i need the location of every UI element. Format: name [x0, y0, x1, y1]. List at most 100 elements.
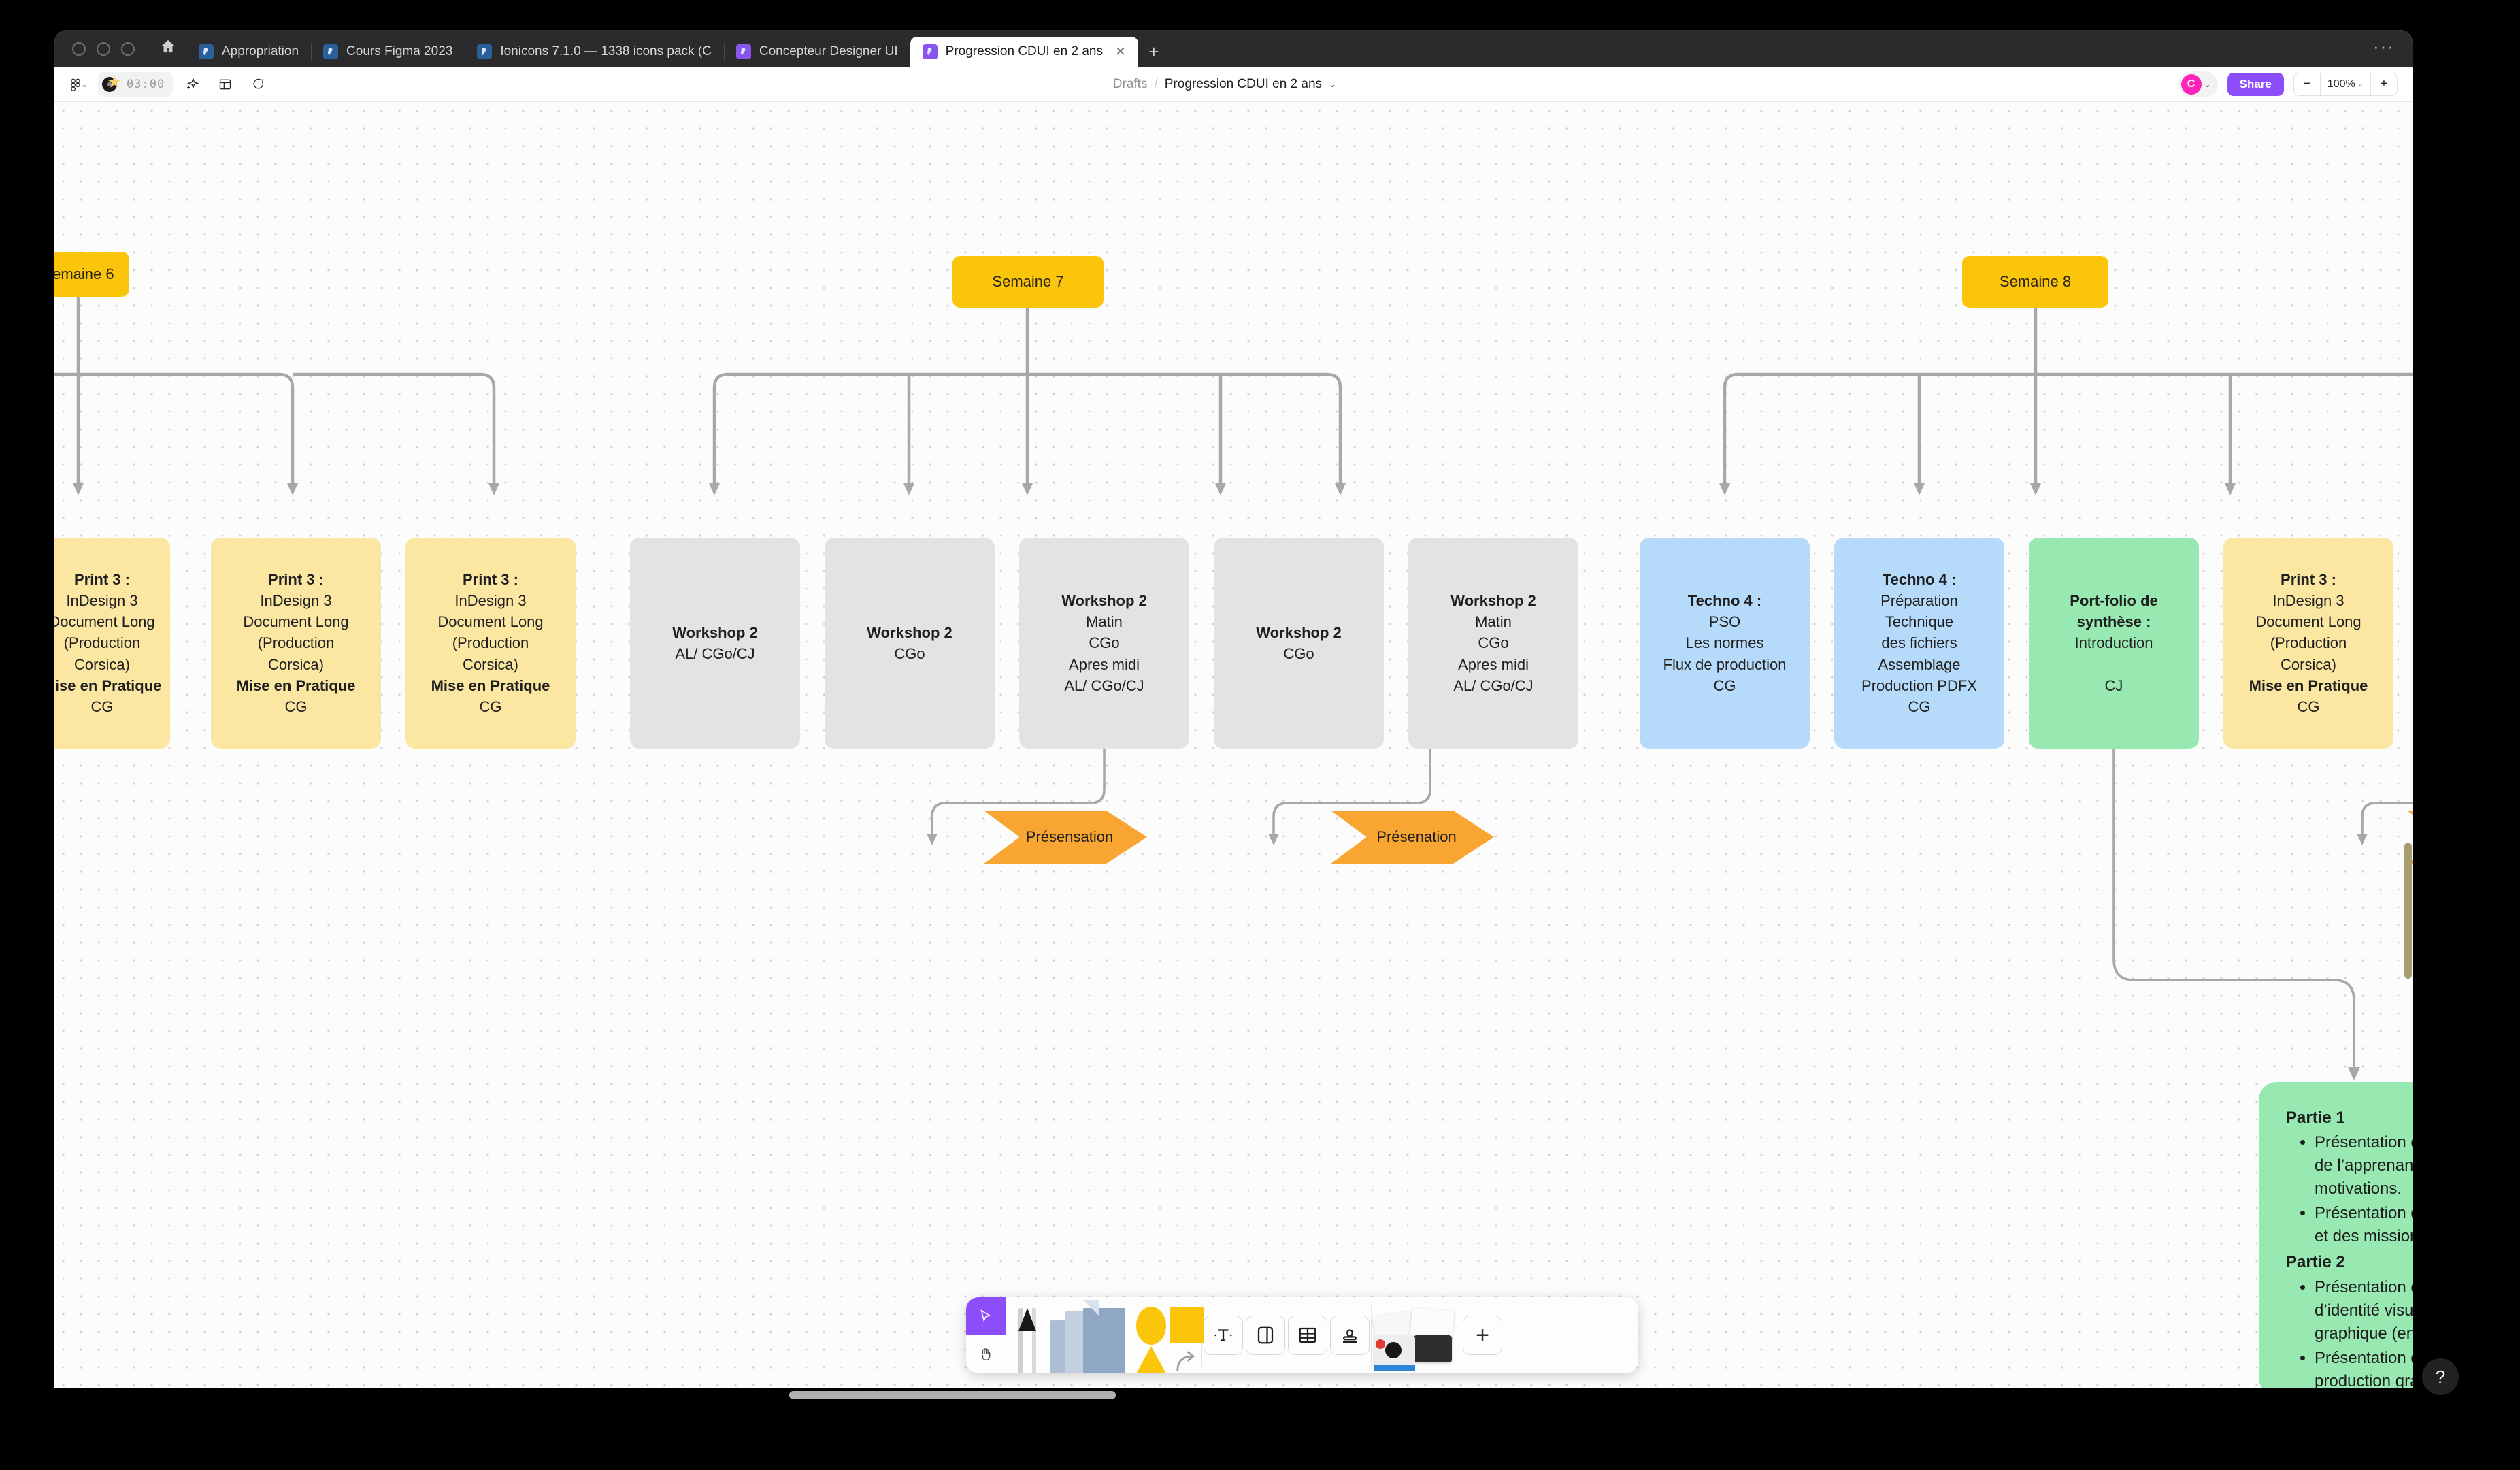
breadcrumb-drafts[interactable]: Drafts: [1112, 76, 1148, 91]
info-panel-list: Présentation du parcours, du projet de l…: [2286, 1131, 2413, 1248]
card-line: [2112, 654, 2116, 675]
template-button[interactable]: [212, 71, 238, 97]
presentation-chevron[interactable]: Présensation: [984, 811, 1147, 864]
browser-tab-appropriation[interactable]: Appropriation: [186, 37, 311, 67]
browser-tab-ionicons[interactable]: Ionicons 7.1.0 — 1338 icons pack (C: [465, 37, 724, 67]
hand-tool-button[interactable]: [966, 1335, 1006, 1373]
chevron-label: Présensation: [1025, 828, 1114, 845]
info-panel-bullet: Présentation de 2 projets de production …: [2315, 1347, 2413, 1388]
card-line: Préparation: [1880, 591, 1958, 609]
card-line: InDesign 3: [66, 591, 138, 609]
marker-tool-button[interactable]: [1006, 1297, 1049, 1373]
sticky-note-tool-button[interactable]: [1049, 1297, 1129, 1373]
browser-tab-cours-figma-2023[interactable]: Cours Figma 2023: [311, 37, 465, 67]
week-node-semaine-7[interactable]: Semaine 7: [952, 256, 1104, 308]
figjam-file-icon: [922, 44, 938, 59]
text-tool-button[interactable]: [1202, 1297, 1244, 1373]
timer-widget[interactable]: 03:00: [98, 71, 173, 97]
maximize-window-button[interactable]: [121, 42, 135, 56]
stamp-icon: [1343, 1329, 1357, 1343]
horizontal-scrollbar[interactable]: [789, 1391, 1116, 1399]
select-tool-button[interactable]: [966, 1297, 1006, 1335]
ai-actions-button[interactable]: [180, 71, 205, 97]
card-line: Document Long: [243, 613, 349, 631]
card-line: Assemblage: [1878, 655, 1961, 673]
chevron-down-icon[interactable]: ⌄: [1329, 78, 1336, 89]
browser-tab-progression-cdui[interactable]: Progression CDUI en 2 ans ✕: [910, 37, 1138, 67]
ellipse-icon: [1136, 1307, 1166, 1345]
table-tool-button[interactable]: [1287, 1297, 1329, 1373]
page-title[interactable]: Progression CDUI en 2 ans: [1164, 76, 1323, 91]
card-line: synthèse :: [2076, 613, 2151, 631]
card-line: InDesign 3: [260, 591, 332, 609]
minimize-window-button[interactable]: [97, 42, 110, 56]
chevron-down-icon: ⌄: [2357, 80, 2364, 88]
card-line: (Production: [2270, 634, 2347, 652]
share-button[interactable]: Share: [2227, 72, 2284, 96]
card-line: Corsica): [268, 655, 324, 673]
browser-menu-button[interactable]: ···: [2373, 36, 2395, 56]
figjam-file-icon: [735, 44, 751, 59]
camera-lens-icon: [1385, 1342, 1402, 1358]
comment-button[interactable]: [245, 71, 271, 97]
info-panel-bullet: Présentation d’une conception d’identité…: [2315, 1276, 2413, 1345]
zoom-level-value: 100%: [2327, 78, 2355, 90]
new-tab-button[interactable]: +: [1148, 41, 1159, 62]
card-line: Apres midi: [1458, 655, 1529, 673]
figma-file-icon: [323, 44, 339, 59]
card-line: Apres midi: [1069, 655, 1140, 673]
info-panel-node[interactable]: Partie 1Présentation du parcours, du pro…: [2259, 1082, 2413, 1388]
shapes-tool-button[interactable]: [1129, 1297, 1204, 1373]
home-icon: [161, 39, 175, 53]
main-menu-button[interactable]: ⌄: [65, 71, 91, 97]
card-line: (Production: [63, 634, 141, 652]
more-tools-button[interactable]: +: [1461, 1297, 1504, 1373]
zoom-out-button[interactable]: −: [2303, 76, 2311, 91]
vertical-scrollbar[interactable]: [2404, 843, 2412, 979]
zoom-in-button[interactable]: +: [2380, 76, 2388, 91]
browser-tab-concepteur-designer-ui[interactable]: Concepteur Designer UI: [723, 37, 910, 67]
card-line: Mise en Pratique: [431, 676, 550, 694]
presentation-chevron[interactable]: Présenation: [1331, 811, 1494, 864]
card-line: Document Long: [437, 613, 544, 631]
week-node-semaine-6[interactable]: Semaine 6: [54, 252, 129, 297]
week-node-semaine-8[interactable]: Semaine 8: [1962, 256, 2108, 308]
text-tool-box: [1204, 1316, 1243, 1355]
tab-label: Concepteur Designer UI: [759, 44, 898, 59]
stamp-tool-button[interactable]: [1329, 1297, 1371, 1373]
hand-icon: [982, 1348, 991, 1360]
toolbar-right-group: C ⌄ Share − 100% ⌄ +: [2178, 71, 2413, 97]
card-line: InDesign 3: [454, 591, 527, 609]
breadcrumb-separator: /: [1154, 76, 1158, 91]
card-line: CG: [1713, 676, 1736, 694]
close-window-button[interactable]: [72, 42, 86, 56]
timer-value: 03:00: [127, 77, 165, 91]
table-tool-box: [1288, 1316, 1327, 1355]
home-button[interactable]: [150, 30, 186, 67]
help-button[interactable]: ?: [2422, 1358, 2459, 1395]
section-icon: [1257, 1326, 1274, 1344]
card-line: PSO: [1708, 613, 1741, 631]
figjam-canvas[interactable]: Semaine 6 Semaine 7 Semaine 8 Print 3 :I…: [54, 102, 2413, 1388]
zoom-level-menu[interactable]: 100% ⌄: [2319, 73, 2371, 95]
media-widgets-tool-button[interactable]: [1372, 1297, 1461, 1373]
card-line: CGo: [1478, 634, 1509, 652]
card-line: CJ: [2104, 676, 2123, 694]
user-presence[interactable]: C ⌄: [2178, 71, 2218, 97]
section-tool-button[interactable]: [1244, 1297, 1287, 1373]
card-line: Print 3 :: [268, 570, 324, 588]
chevron-down-icon[interactable]: ⌄: [2204, 79, 2211, 89]
close-tab-button[interactable]: ✕: [1114, 44, 1126, 59]
